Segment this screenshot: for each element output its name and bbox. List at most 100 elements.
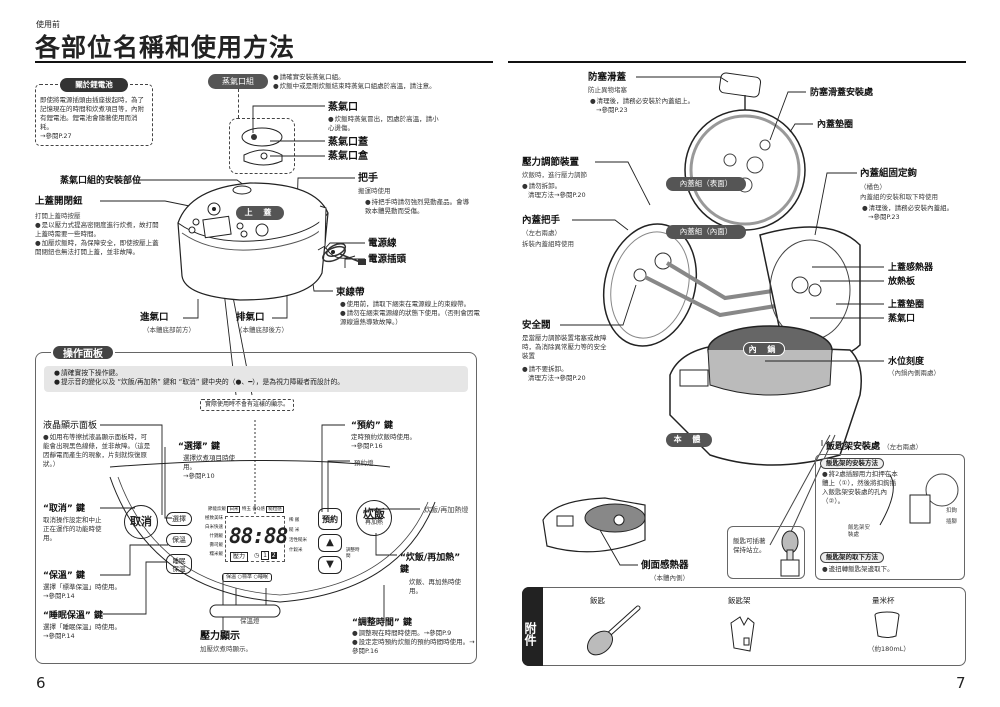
lid-sensor-label: 上蓋感熱器 <box>888 263 934 273</box>
control-panel-illustration <box>109 460 436 618</box>
select-key-note: 選擇炊煮項目時使用。 →參閱P.10 <box>183 454 235 481</box>
pressure-indicator: 壓力 <box>230 552 249 563</box>
steam-vent-box-label: 蒸氣口盒 <box>328 151 368 162</box>
accessory-holder-name: 飯匙架 <box>728 596 751 605</box>
paddle-remove-note: 邊扭轉飯匙架邊取下。 <box>822 565 894 574</box>
exhaust-sub: （本體底部後方） <box>236 326 288 334</box>
accessory-paddle-name: 飯匙 <box>590 596 605 605</box>
safety-valve-notes: 請不要拆卸。 清理方法→參閱P.20 <box>522 365 586 383</box>
paddle-remove-title: 飯匙架的取下方法 <box>820 552 884 563</box>
water-level-sub: （內鍋內側兩處） <box>888 369 940 377</box>
pressure-display-label: 壓力顯示 <box>200 631 240 642</box>
power-plug-label: 電源插頭 <box>368 254 407 265</box>
lcd-digits: 88:88 <box>229 524 288 548</box>
cancel-key-note: 取消操作設定和中止正在運作的功能時使用。 <box>43 516 102 543</box>
handle-sub: 搬運時使用 <box>358 187 391 195</box>
page-title: 各部位名稱和使用方法 <box>35 33 296 62</box>
timer-indicators: ◷ 1 2 <box>254 551 277 560</box>
control-panel-frame <box>35 352 477 664</box>
page-number-right: 7 <box>956 674 966 692</box>
side-sensor-label: 側面感熱器 <box>641 560 689 571</box>
right-title-rule <box>508 61 966 63</box>
steam-vent-set-badge: 蒸氣口組 <box>208 74 268 89</box>
sleep-warm-button[interactable]: 睡眠保溫 <box>166 554 192 574</box>
heat-plate-label: 放熱板 <box>888 277 916 287</box>
clock-icon: ◷ <box>254 552 260 559</box>
accessory-cup-volume: （約180mL） <box>868 645 910 653</box>
paddle-install-box <box>815 454 965 580</box>
paddle-holder-site-label: 飯匙架安裝處 （左右兩處） <box>826 442 923 452</box>
side-sensor-illustration <box>542 497 646 553</box>
lid-button-sub: 打開上蓋時按壓 <box>35 212 81 220</box>
timer-key-label: “預約” 鍵 <box>351 421 393 431</box>
warm-lamp-label: 保溫燈 <box>240 617 260 625</box>
anti-clog-site-label: 防塞滑蓋安裝處 <box>810 88 874 98</box>
time-adjust-key-notes: 調整現在時間時使用。→參閱P.9 設定定時預約炊飯的預約時間時使用。→參閱P.1… <box>352 629 477 656</box>
accessory-cup-name: 量米杯 <box>872 596 895 605</box>
select-button[interactable]: 選擇 <box>166 512 192 526</box>
power-cord-illustration <box>322 243 366 265</box>
pressure-regulator-sub: 炊飯時，進行壓力調節 <box>522 171 587 179</box>
water-level-label: 水位刻度 <box>888 357 925 367</box>
paddle-stand-box <box>727 526 805 579</box>
adjust-time-label: 調整時間 <box>346 548 360 560</box>
cancel-key-label: “取消” 鍵 <box>43 504 85 514</box>
pressure-regulator-label: 壓力調節裝置 <box>522 157 580 168</box>
time-adjust-key-label: “調整時間” 鍵 <box>352 618 412 628</box>
lid-hook-sub2: 內蓋組的安裝和取下時使用 <box>860 193 938 201</box>
cancel-button[interactable]: 取消 <box>124 505 158 539</box>
paddle-in-holder-icon <box>780 530 800 577</box>
rice-paddle-icon <box>586 605 641 656</box>
inner-lid-gasket-label: 內蓋墊圈 <box>817 120 854 130</box>
timer-key-note: 定時預約炊飯時使用。 →參閱P.16 <box>351 433 416 451</box>
air-intake-label: 進氣口 <box>140 312 169 323</box>
lid-button-label: 上蓋開閉鈕 <box>35 196 83 207</box>
rice-cooker-illustration <box>177 182 356 301</box>
body-badge: 本 體 <box>666 433 712 447</box>
battery-text: 即使將電源插頭由插座拔起時，為了記憶現在的時間和炊煮項目等，內附有鋰電池。鋰電池… <box>40 96 144 141</box>
paddle-install-note: 將2處插腳用力扣押在本體上（①），然後將扣鉤插入飯匙架安裝處的孔內（②）。 <box>822 470 902 506</box>
timer-lamp-label: 預約燈 <box>354 459 374 467</box>
steam-vent-set-notes: 請確實安裝蒸氣口組。 炊飯中或是剛炊飯結束時蒸氣口組處於高溫，請注意。 <box>273 73 436 91</box>
holder-site-callout: 飯匙架安裝處 <box>848 525 871 539</box>
left-mode-list: 極致美味 白米快速 什錦飯 壽司飯 糯米飯 <box>205 516 223 557</box>
exhaust-label: 排氣口 <box>236 312 265 323</box>
pin-callout: 插腳 <box>946 519 958 525</box>
steam-vent-note: 炊飯時蒸氣冒出，因處於高溫，請小心燙傷。 <box>328 115 443 133</box>
section-label: 使用前 <box>36 20 60 29</box>
dashed-connector <box>238 89 239 118</box>
air-intake-sub: （本體底部前方） <box>143 326 195 334</box>
lid-hook-sub1: （橘色） <box>860 183 886 191</box>
paddle-install-illustration <box>879 473 959 526</box>
power-cord-label: 電源線 <box>368 238 397 249</box>
select-key-label: “選擇” 鍵 <box>178 442 220 452</box>
lcd-screen: 88:88 壓力 ◷ 1 2 <box>225 516 288 563</box>
steam-vent-illustration-box <box>229 118 295 174</box>
steam-vent-location-label: 蒸氣口組的安裝部位 <box>60 176 142 186</box>
cable-tie-notes: 使用前，請取下綑束在電源線上的束線帶。 請勿在綑束電源線的狀態下使用。（否則會因… <box>340 300 480 327</box>
time-up-button[interactable]: ▲ <box>318 534 342 552</box>
keep-warm-button[interactable]: 保溫 <box>166 533 192 547</box>
anti-clog-label: 防塞滑蓋 <box>588 72 627 83</box>
cook-reheat-button[interactable]: 炊飯 再加熱 <box>356 500 392 536</box>
handle-label: 把手 <box>358 173 378 184</box>
timer-button[interactable]: 預約 <box>318 508 342 530</box>
measuring-cup-icon <box>874 611 900 638</box>
page-number-left: 6 <box>36 674 46 692</box>
keep-warm-key-note: 選擇「標準保溫」時使用。 →參閱P.14 <box>43 583 121 601</box>
cook-lamp-label: 炊飯/再加熱燈 <box>424 506 469 514</box>
cable-tie-label: 束線帶 <box>336 287 365 298</box>
paddle-stand-note: 飯匙可插著保持站立。 <box>733 537 766 555</box>
side-sensor-sub: （本體內側） <box>650 574 689 582</box>
lid-button-notes: 是以壓力式提高密閉度進行炊煮，故打開上蓋時需要一些時間。 加壓炊飯時，為保障安全… <box>35 221 160 257</box>
sleep-warm-key-note: 選擇「睡眠保溫」時使用。 →參閱P.14 <box>43 623 121 641</box>
time-down-button[interactable]: ▼ <box>318 556 342 574</box>
anti-clog-sub: 防止異物堵塞 <box>588 86 627 94</box>
title-rule <box>35 61 493 63</box>
steam-vent-label: 蒸氣口 <box>328 102 358 113</box>
steam-vent-right-label: 蒸氣口 <box>888 314 916 324</box>
lid-hook-label: 內蓋組固定鉤 <box>860 168 918 179</box>
lid-badge: 上 蓋 <box>236 206 284 220</box>
safety-valve-label: 安全閥 <box>522 320 551 331</box>
display-disclaimer: 實際使用時不會有這樣的顯示。 <box>200 399 295 412</box>
